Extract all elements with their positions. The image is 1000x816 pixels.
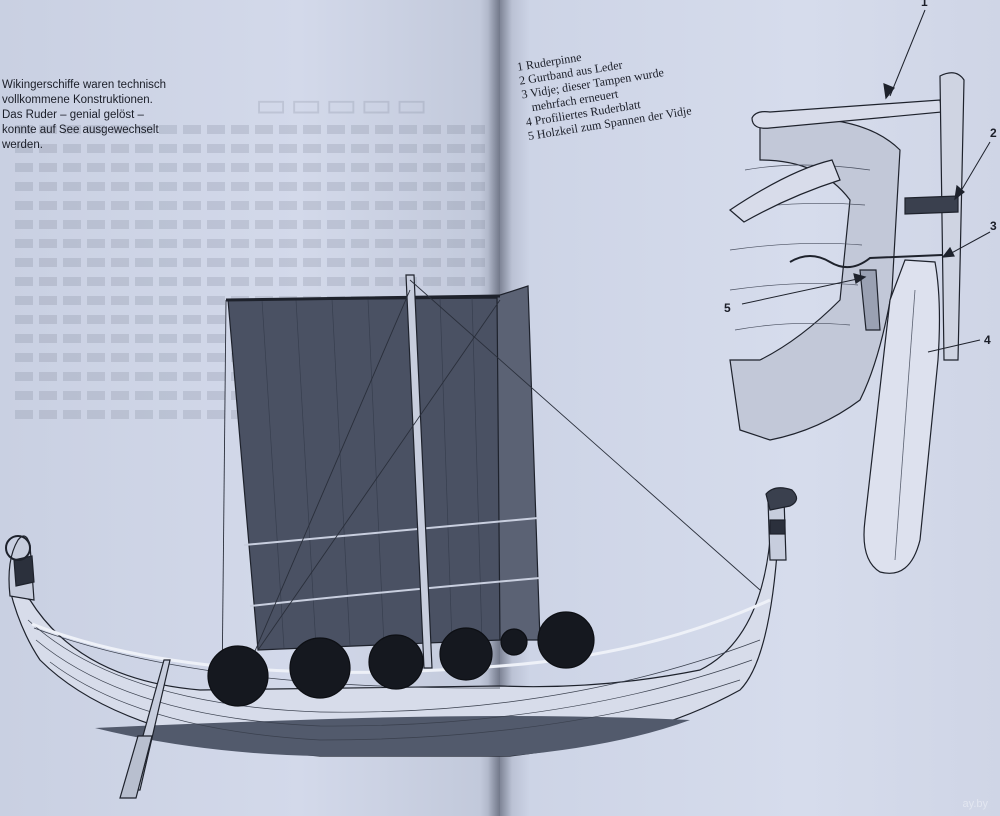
viking-ship-illustration [5, 274, 798, 799]
caption-line: Wikingerschiffe waren technisch [2, 79, 167, 91]
watermark: ay.by [962, 798, 988, 810]
callout-2: 2 [990, 126, 997, 140]
callout-4: 4 [984, 333, 991, 347]
caption-line: konnte auf See ausgewechselt [2, 124, 159, 136]
caption-line: werden. [2, 139, 43, 151]
rudder-detail-illustration [729, 9, 991, 574]
callout-3: 3 [990, 219, 997, 233]
callout-1: 1 [921, 0, 928, 9]
caption-line: vollkommene Konstruktionen. [2, 94, 153, 106]
callout-5: 5 [724, 301, 731, 315]
caption-line: Das Ruder – genial gelöst – [2, 109, 144, 121]
left-caption: Wikingerschiffe waren technisch vollkomm… [2, 78, 177, 153]
